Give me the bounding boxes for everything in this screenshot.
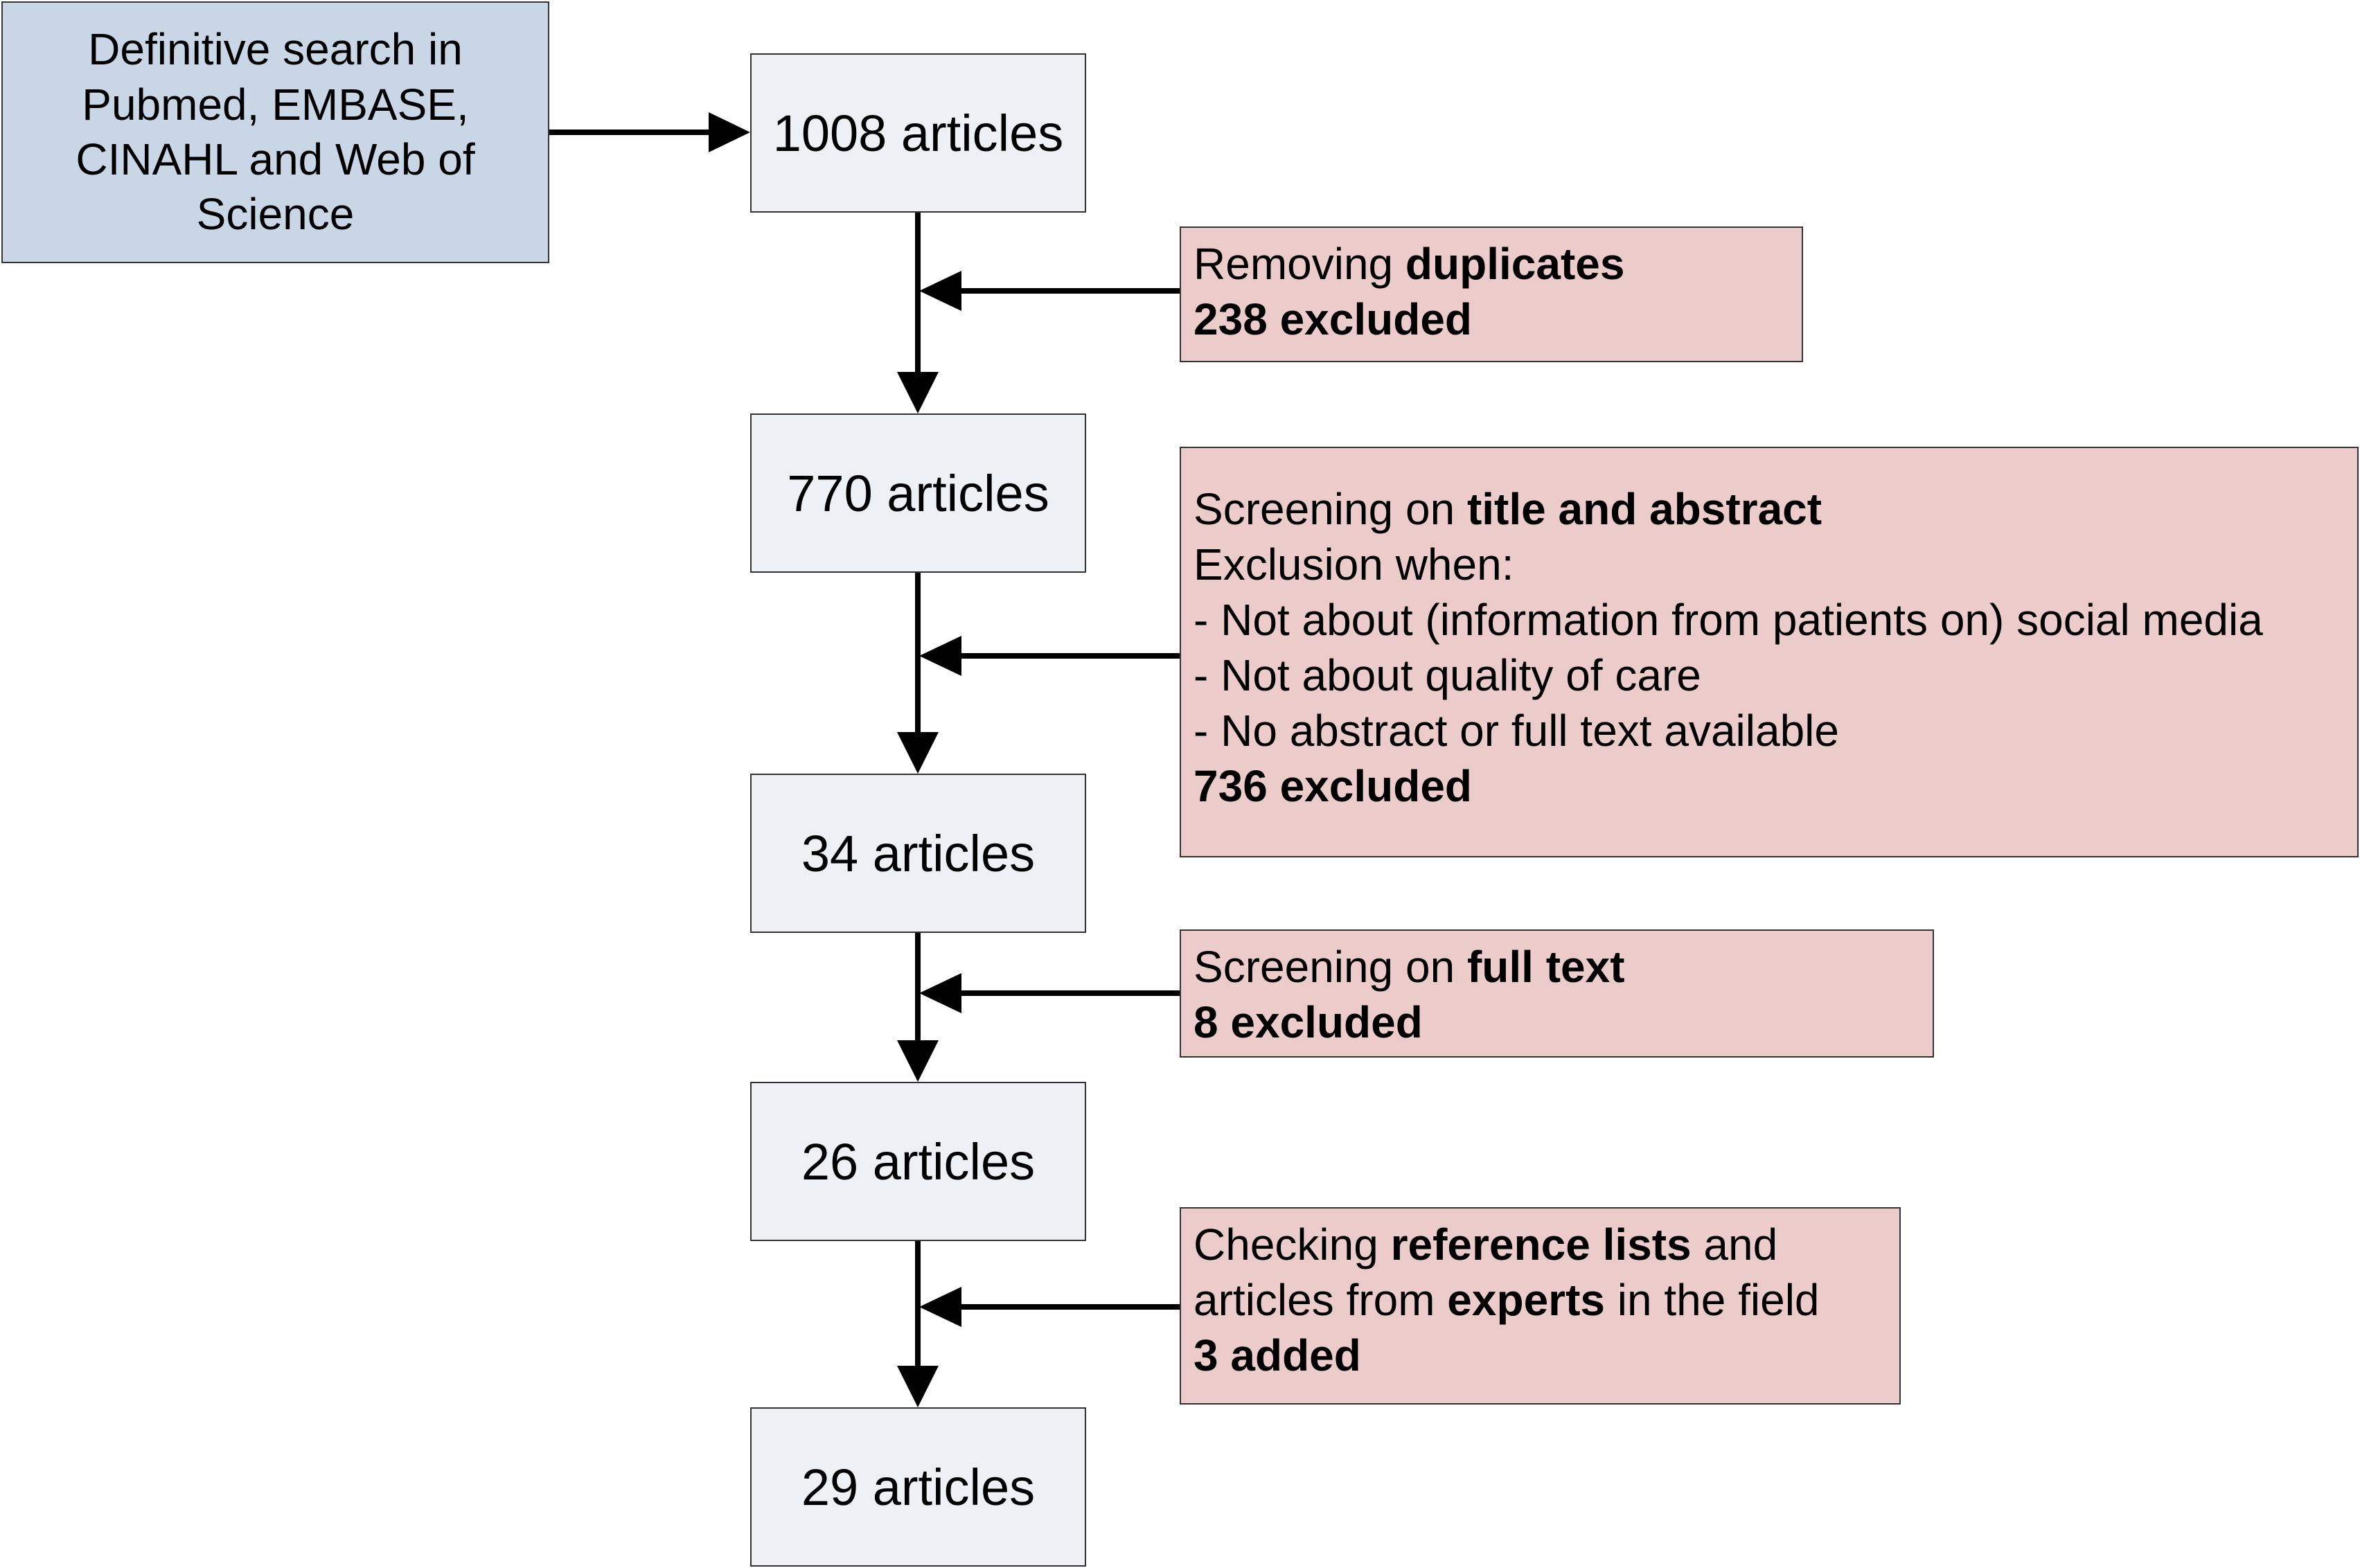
criterion-item: - Not about (information from patients o… bbox=[1194, 595, 2263, 645]
step-result: 3 added bbox=[1194, 1330, 1361, 1380]
stage-box-34: 34 articles bbox=[750, 774, 1086, 933]
arrowhead-left bbox=[919, 636, 961, 676]
stage-label: 34 articles bbox=[801, 824, 1036, 882]
arrowhead-left bbox=[919, 1287, 961, 1327]
criteria-heading: Exclusion when: bbox=[1194, 540, 1514, 589]
arrowhead-down bbox=[897, 372, 939, 413]
step-line: Checking reference lists and bbox=[1194, 1220, 1778, 1269]
stage-box-26: 26 articles bbox=[750, 1082, 1086, 1241]
stage-box-1008: 1008 articles bbox=[750, 53, 1086, 213]
arrowhead-right bbox=[709, 112, 750, 152]
criterion-item: - Not about quality of care bbox=[1194, 650, 1701, 700]
stage-box-770: 770 articles bbox=[750, 413, 1086, 573]
stage-label: 26 articles bbox=[801, 1132, 1036, 1191]
arrowhead-left bbox=[919, 271, 961, 311]
stage-label: 770 articles bbox=[787, 464, 1049, 522]
step-result: 8 excluded bbox=[1194, 997, 1423, 1047]
step-title: Screening on title and abstract bbox=[1194, 484, 1822, 534]
arrowhead-down bbox=[897, 1366, 939, 1407]
step-title: Removing duplicates bbox=[1194, 239, 1625, 289]
search-source-box: Definitive search in Pubmed, EMBASE, CIN… bbox=[1, 1, 549, 263]
stage-box-29: 29 articles bbox=[750, 1407, 1086, 1567]
step-check-references: Checking reference lists and articles fr… bbox=[1180, 1207, 1901, 1405]
step-screen-title-abstract: Screening on title and abstract Exclusio… bbox=[1180, 447, 2359, 857]
arrowhead-down bbox=[897, 732, 939, 774]
step-title: Screening on full text bbox=[1194, 942, 1625, 992]
step-line: articles from experts in the field bbox=[1194, 1275, 1820, 1325]
search-source-text: Definitive search in Pubmed, EMBASE, CIN… bbox=[76, 24, 475, 240]
step-result: 238 excluded bbox=[1194, 294, 1472, 344]
stage-label: 29 articles bbox=[801, 1458, 1036, 1516]
step-screen-full-text: Screening on full text 8 excluded bbox=[1180, 929, 1934, 1058]
step-remove-duplicates: Removing duplicates 238 excluded bbox=[1180, 226, 1803, 362]
step-result: 736 excluded bbox=[1194, 761, 1472, 811]
arrowhead-left bbox=[919, 973, 961, 1013]
stage-label: 1008 articles bbox=[772, 104, 1064, 162]
criterion-item: - No abstract or full text available bbox=[1194, 706, 1839, 756]
arrowhead-down bbox=[897, 1040, 939, 1082]
